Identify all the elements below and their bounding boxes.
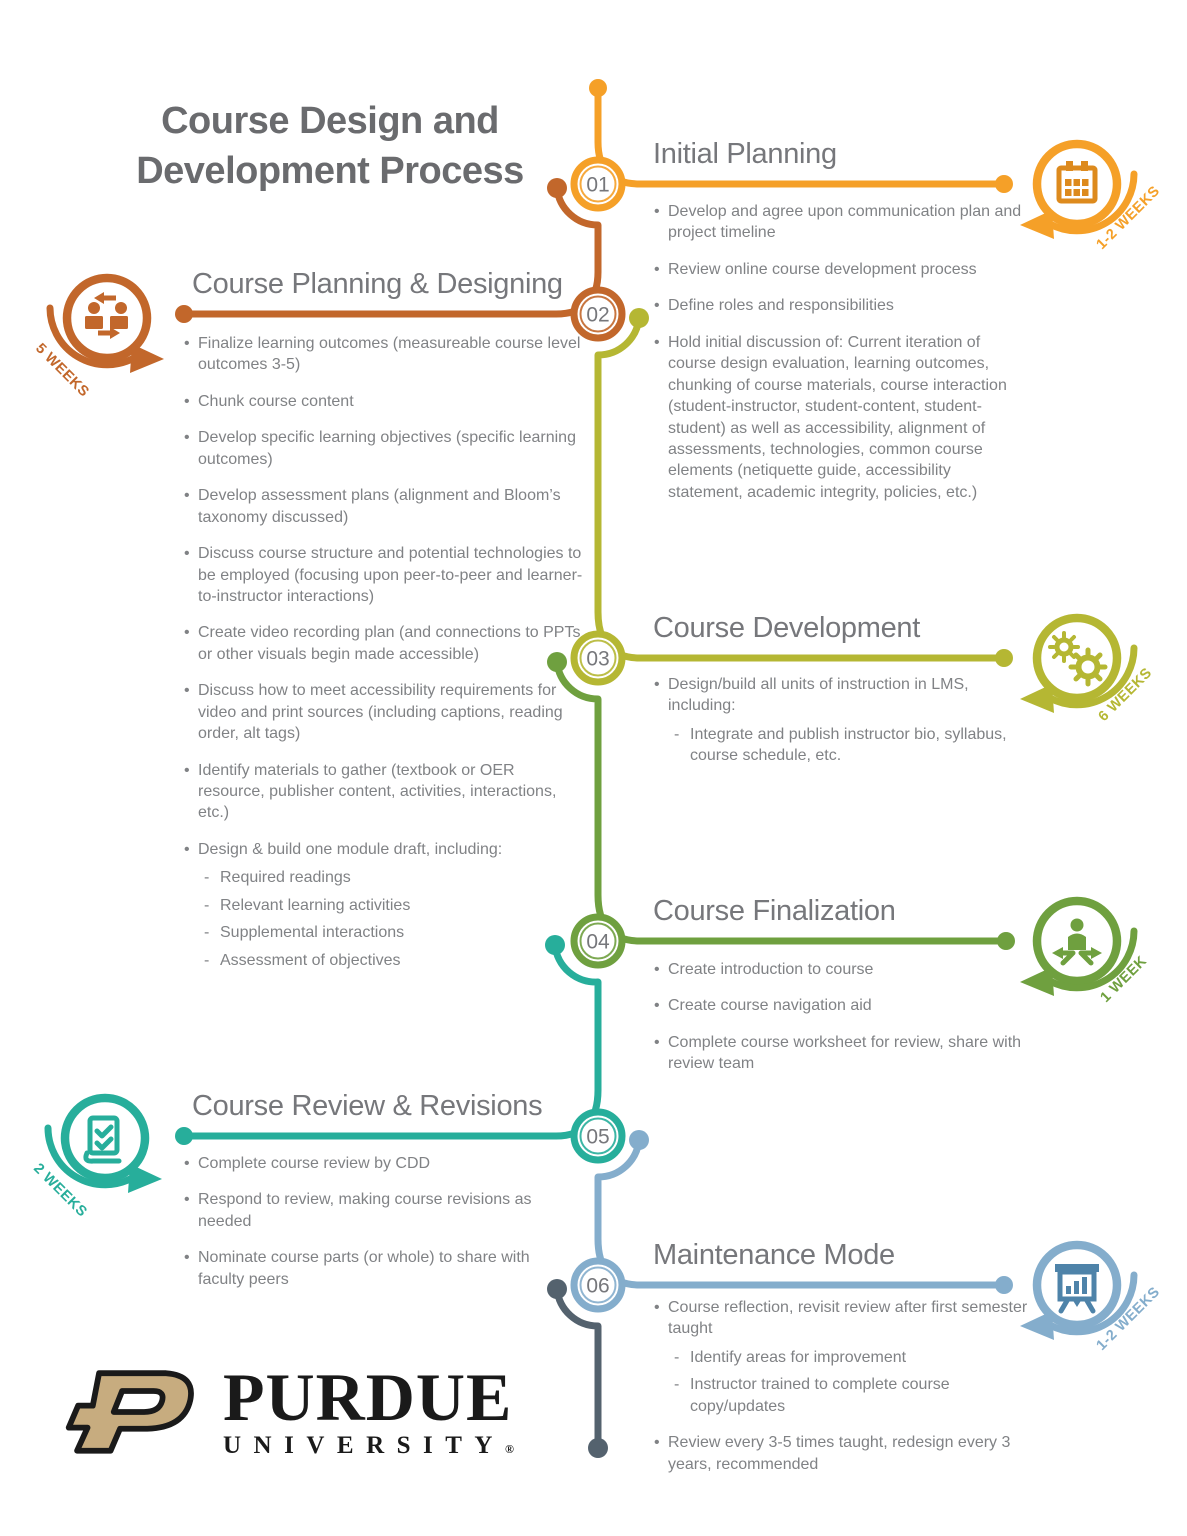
swoosh-arrowhead [1020,210,1054,239]
node-04: 04 [570,913,626,969]
sub-bullet-item: Assessment of objectives [198,950,583,972]
section-title-course-development: Course Development [653,612,921,644]
swoosh-arrow [1046,927,1138,992]
presentation-chart-glyph [1055,1264,1099,1314]
section-title-course-review: Course Review & Revisions [192,1090,543,1122]
sub-bullet-item: Instructor trained to complete course co… [668,1374,1045,1417]
sub-bullet-list: Integrate and publish instructor bio, sy… [668,724,1038,767]
bullet-item: Course reflection, revisit review after … [653,1297,1045,1417]
swoosh-arrowhead [128,1164,162,1193]
bullet-item: Develop assessment plans (alignment and … [183,485,583,528]
sub-bullet-list: Identify areas for improvement Instructo… [668,1347,1045,1417]
section-bullets-course-review: Complete course review by CDD Respond to… [183,1153,573,1305]
page-title: Course Design and Development Process [130,96,530,196]
section-bullets-course-planning: Finalize learning outcomes (measureable … [183,333,583,986]
bullet-item: Develop specific learning objectives (sp… [183,427,583,470]
node-05: 05 [570,1108,626,1164]
person-arrows-glyph [1052,918,1102,966]
section-bullets-course-development: Design/build all units of instruction in… [653,674,1038,782]
section-bullets-course-finalization: Create introduction to course Create cou… [653,959,1025,1090]
bullet-item: Hold initial discussion of: Current iter… [653,332,1025,504]
swoosh-arrow [1046,170,1138,235]
bullet-item: Complete course worksheet for review, sh… [653,1032,1025,1075]
people-swap-icon: 5 WEEKS [32,273,164,400]
bullet-item: Review online course development process [653,259,1025,281]
section-bullets-initial-planning: Develop and agree upon communication pla… [653,201,1025,518]
purdue-p-icon [65,1370,194,1454]
bullet-item: Complete course review by CDD [183,1153,573,1175]
bullet-item: Review every 3-5 times taught, redesign … [653,1432,1045,1475]
checklist-icon: 2 WEEKS [30,1093,162,1220]
swoosh-arrowhead [130,344,164,373]
bullet-item: Discuss course structure and potential t… [183,543,583,607]
bullet-item: Design/build all units of instruction in… [653,674,1038,767]
bullet-item: Create course navigation aid [653,995,1025,1017]
purdue-logo: PURDUE UNIVERSITY® [58,1359,514,1460]
sub-bullet-item: Relevant learning activities [198,895,583,917]
sub-bullet-item: Integrate and publish instructor bio, sy… [668,724,1038,767]
node-06: 06 [570,1257,626,1313]
timeline-segment-02 [175,178,602,323]
node-number: 01 [586,174,609,197]
checklist-glyph [83,1115,122,1164]
bullet-item: Define roles and responsibilities [653,295,1025,317]
section-title-course-planning: Course Planning & Designing [192,268,563,300]
gears-icon: 6 WEEKS [1020,613,1155,725]
presentation-chart-icon: 1-2 WEEKS [1020,1240,1163,1354]
section-title-course-finalization: Course Finalization [653,895,896,927]
bullet-item: Chunk course content [183,391,583,413]
node-number: 06 [586,1275,609,1298]
bullet-item: Nominate course parts (or whole) to shar… [183,1247,573,1290]
purdue-wordmark-sub: UNIVERSITY® [223,1431,514,1459]
sub-bullet-item: Supplemental interactions [198,922,583,944]
people-swap-glyph [85,292,128,339]
bullet-item: Identify materials to gather (textbook o… [183,760,583,824]
sub-bullet-item: Identify areas for improvement [668,1347,1045,1369]
node-03: 03 [570,630,626,686]
sub-bullet-list: Required readings Relevant learning acti… [198,867,583,971]
node-number: 05 [586,1126,609,1149]
calendar-icon: 1-2 WEEKS [1020,139,1163,253]
node-number: 03 [586,648,609,671]
node-number: 04 [586,931,610,954]
swoosh-arrow [46,304,138,369]
calendar-glyph [1056,161,1098,204]
sub-bullet-item: Required readings [198,867,583,889]
section-bullets-maintenance-mode: Course reflection, revisit review after … [653,1297,1045,1490]
bullet-item: Create introduction to course [653,959,1025,981]
bullet-item: Finalize learning outcomes (measureable … [183,333,583,376]
bullet-item: Discuss how to meet accessibility requir… [183,680,583,744]
swoosh-arrowhead [1020,967,1054,996]
bullet-item: Design & build one module draft, includi… [183,839,583,972]
gears-glyph [1048,631,1108,687]
section-title-maintenance-mode: Maintenance Mode [653,1239,895,1271]
swoosh-arrow [44,1124,136,1189]
bullet-item: Respond to review, making course revisio… [183,1189,573,1232]
purdue-wordmark: PURDUE UNIVERSITY® [223,1359,514,1460]
section-title-initial-planning: Initial Planning [653,138,837,170]
person-arrows-icon: 1 WEEK [1020,896,1150,1006]
timeline-segment-01 [589,79,1013,193]
swoosh-arrow [1046,644,1138,709]
page-title-line1: Course Design and [161,100,499,142]
page-title-line2: Development Process [136,150,524,193]
swoosh-arrowhead [1020,684,1054,713]
node-01: 01 [570,156,626,212]
purdue-wordmark-main: PURDUE [223,1359,513,1435]
swoosh-arrowhead [1020,1311,1054,1340]
node-02: 02 [570,286,626,342]
registered-mark: ® [504,1441,514,1456]
swoosh-arrow [1046,1271,1138,1336]
bullet-item: Develop and agree upon communication pla… [653,201,1025,244]
bullet-item: Create video recording plan (and connect… [183,622,583,665]
node-number: 02 [586,304,609,327]
